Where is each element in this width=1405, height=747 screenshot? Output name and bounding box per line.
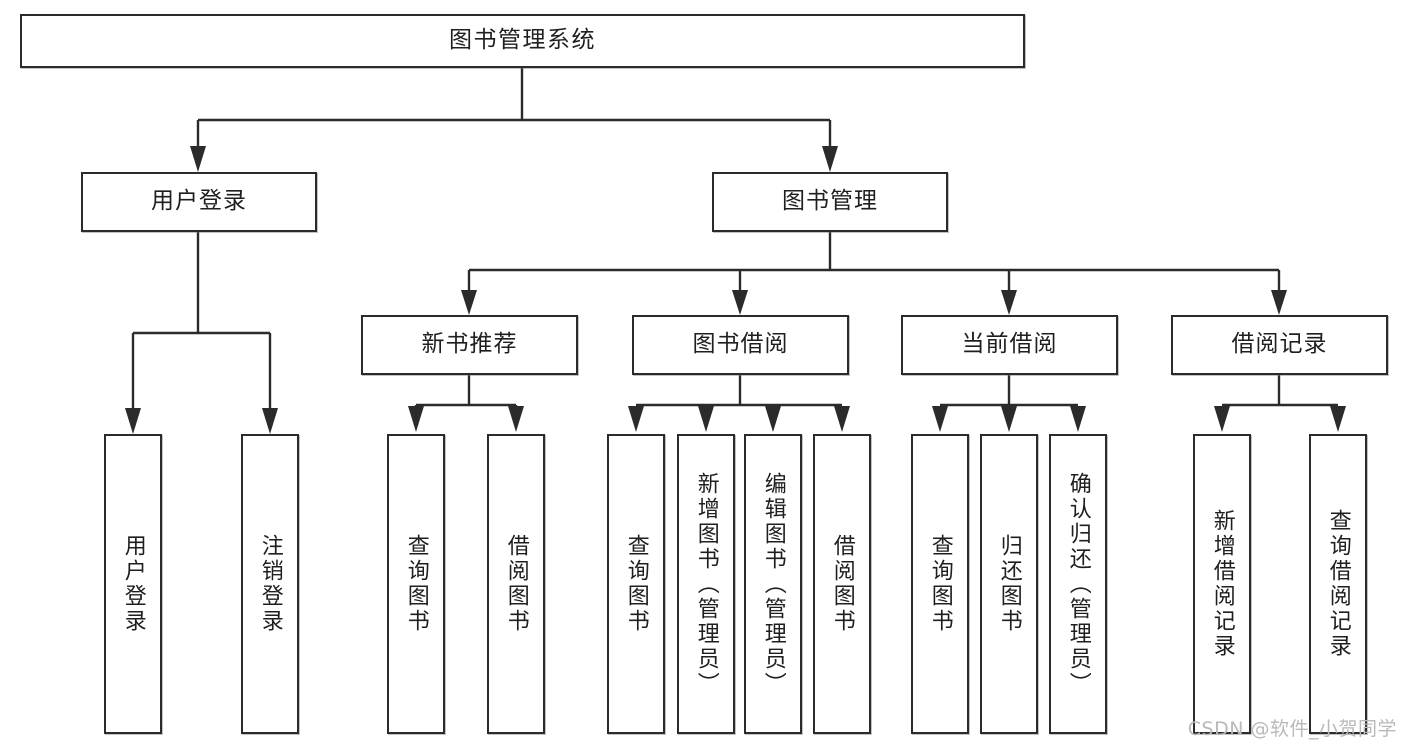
node-book-management[interactable]: 图书管理 — [712, 172, 948, 232]
node-label: 查询借阅记录 — [1325, 509, 1351, 659]
node-label: 用户登录 — [120, 534, 146, 634]
node-user-login[interactable]: 用户登录 — [81, 172, 317, 232]
node-leaf-query-book[interactable]: 查询图书 — [607, 434, 665, 734]
node-label: 新书推荐 — [421, 331, 518, 358]
node-leaf-query-book-current[interactable]: 查询图书 — [911, 434, 969, 734]
watermark: CSDN @软件_小贺同学 — [1187, 718, 1397, 740]
node-leaf-borrow-book[interactable]: 借阅图书 — [813, 434, 871, 734]
arrowhead-leaf-book-borrow-3 — [765, 406, 781, 432]
node-current-borrow[interactable]: 当前借阅 — [901, 315, 1118, 375]
arrowhead-user-login — [190, 146, 206, 172]
node-leaf-borrow-book-recommend[interactable]: 借阅图书 — [487, 434, 545, 734]
node-leaf-user-login[interactable]: 用户登录 — [104, 434, 162, 734]
arrowhead-leaf-book-borrow-4 — [834, 406, 850, 432]
node-label: 查询图书 — [403, 534, 429, 634]
node-label: 归还图书 — [996, 534, 1022, 634]
node-leaf-add-book-admin[interactable]: 新增图书（管理员） — [677, 434, 735, 734]
node-book-borrow[interactable]: 图书借阅 — [632, 315, 849, 375]
arrowhead-leaf-borrow-record-2 — [1330, 406, 1346, 432]
arrowhead-leaf-book-borrow-2 — [698, 406, 714, 432]
arrowhead-leaf-new-book-1 — [408, 406, 424, 432]
node-label: 查询图书 — [623, 534, 649, 634]
node-label: 编辑图书（管理员） — [760, 471, 786, 697]
node-label: 借阅图书 — [829, 534, 855, 634]
arrowhead-leaf-borrow-record-1 — [1214, 406, 1230, 432]
node-leaf-edit-book-admin[interactable]: 编辑图书（管理员） — [744, 434, 802, 734]
arrowhead-leaf-new-book-2 — [508, 406, 524, 432]
node-leaf-query-book-recommend[interactable]: 查询图书 — [387, 434, 445, 734]
arrowhead-book-borrow — [732, 290, 748, 315]
node-label: 图书借阅 — [692, 331, 789, 358]
node-new-book-recommend[interactable]: 新书推荐 — [361, 315, 578, 375]
node-leaf-confirm-return-admin[interactable]: 确认归还（管理员） — [1049, 434, 1107, 734]
node-label: 查询图书 — [927, 534, 953, 634]
node-leaf-return-book[interactable]: 归还图书 — [980, 434, 1038, 734]
node-label: 新增借阅记录 — [1209, 509, 1235, 659]
arrowhead-leaf-current-borrow-3 — [1070, 406, 1086, 432]
node-root-book-management-system[interactable]: 图书管理系统 — [20, 14, 1025, 68]
node-label: 新增图书（管理员） — [693, 471, 719, 697]
node-leaf-query-borrow-record[interactable]: 查询借阅记录 — [1309, 434, 1367, 734]
arrowhead-book-mgmt — [822, 146, 838, 172]
node-label: 借阅图书 — [503, 534, 529, 634]
node-label: 图书管理 — [782, 188, 878, 215]
arrowhead-borrow-record — [1271, 290, 1287, 315]
arrowhead-leaf-book-borrow-1 — [628, 406, 644, 432]
node-leaf-logout[interactable]: 注销登录 — [241, 434, 299, 734]
node-leaf-add-borrow-record[interactable]: 新增借阅记录 — [1193, 434, 1251, 734]
node-label: 当前借阅 — [961, 331, 1058, 358]
arrowhead-current-borrow — [1001, 290, 1017, 315]
node-label: 用户登录 — [151, 188, 247, 215]
node-label: 注销登录 — [257, 534, 283, 634]
node-label: 图书管理系统 — [449, 27, 596, 54]
arrowhead-leaf-current-borrow-2 — [1001, 406, 1017, 432]
arrowhead-leaf-current-borrow-1 — [932, 406, 948, 432]
node-borrow-record[interactable]: 借阅记录 — [1171, 315, 1388, 375]
node-label: 借阅记录 — [1231, 331, 1328, 358]
arrowhead-leaf-user-login-2 — [262, 408, 278, 434]
node-label: 确认归还（管理员） — [1065, 471, 1091, 697]
arrowhead-leaf-user-login-1 — [125, 408, 141, 434]
arrowhead-new-book — [461, 290, 477, 315]
